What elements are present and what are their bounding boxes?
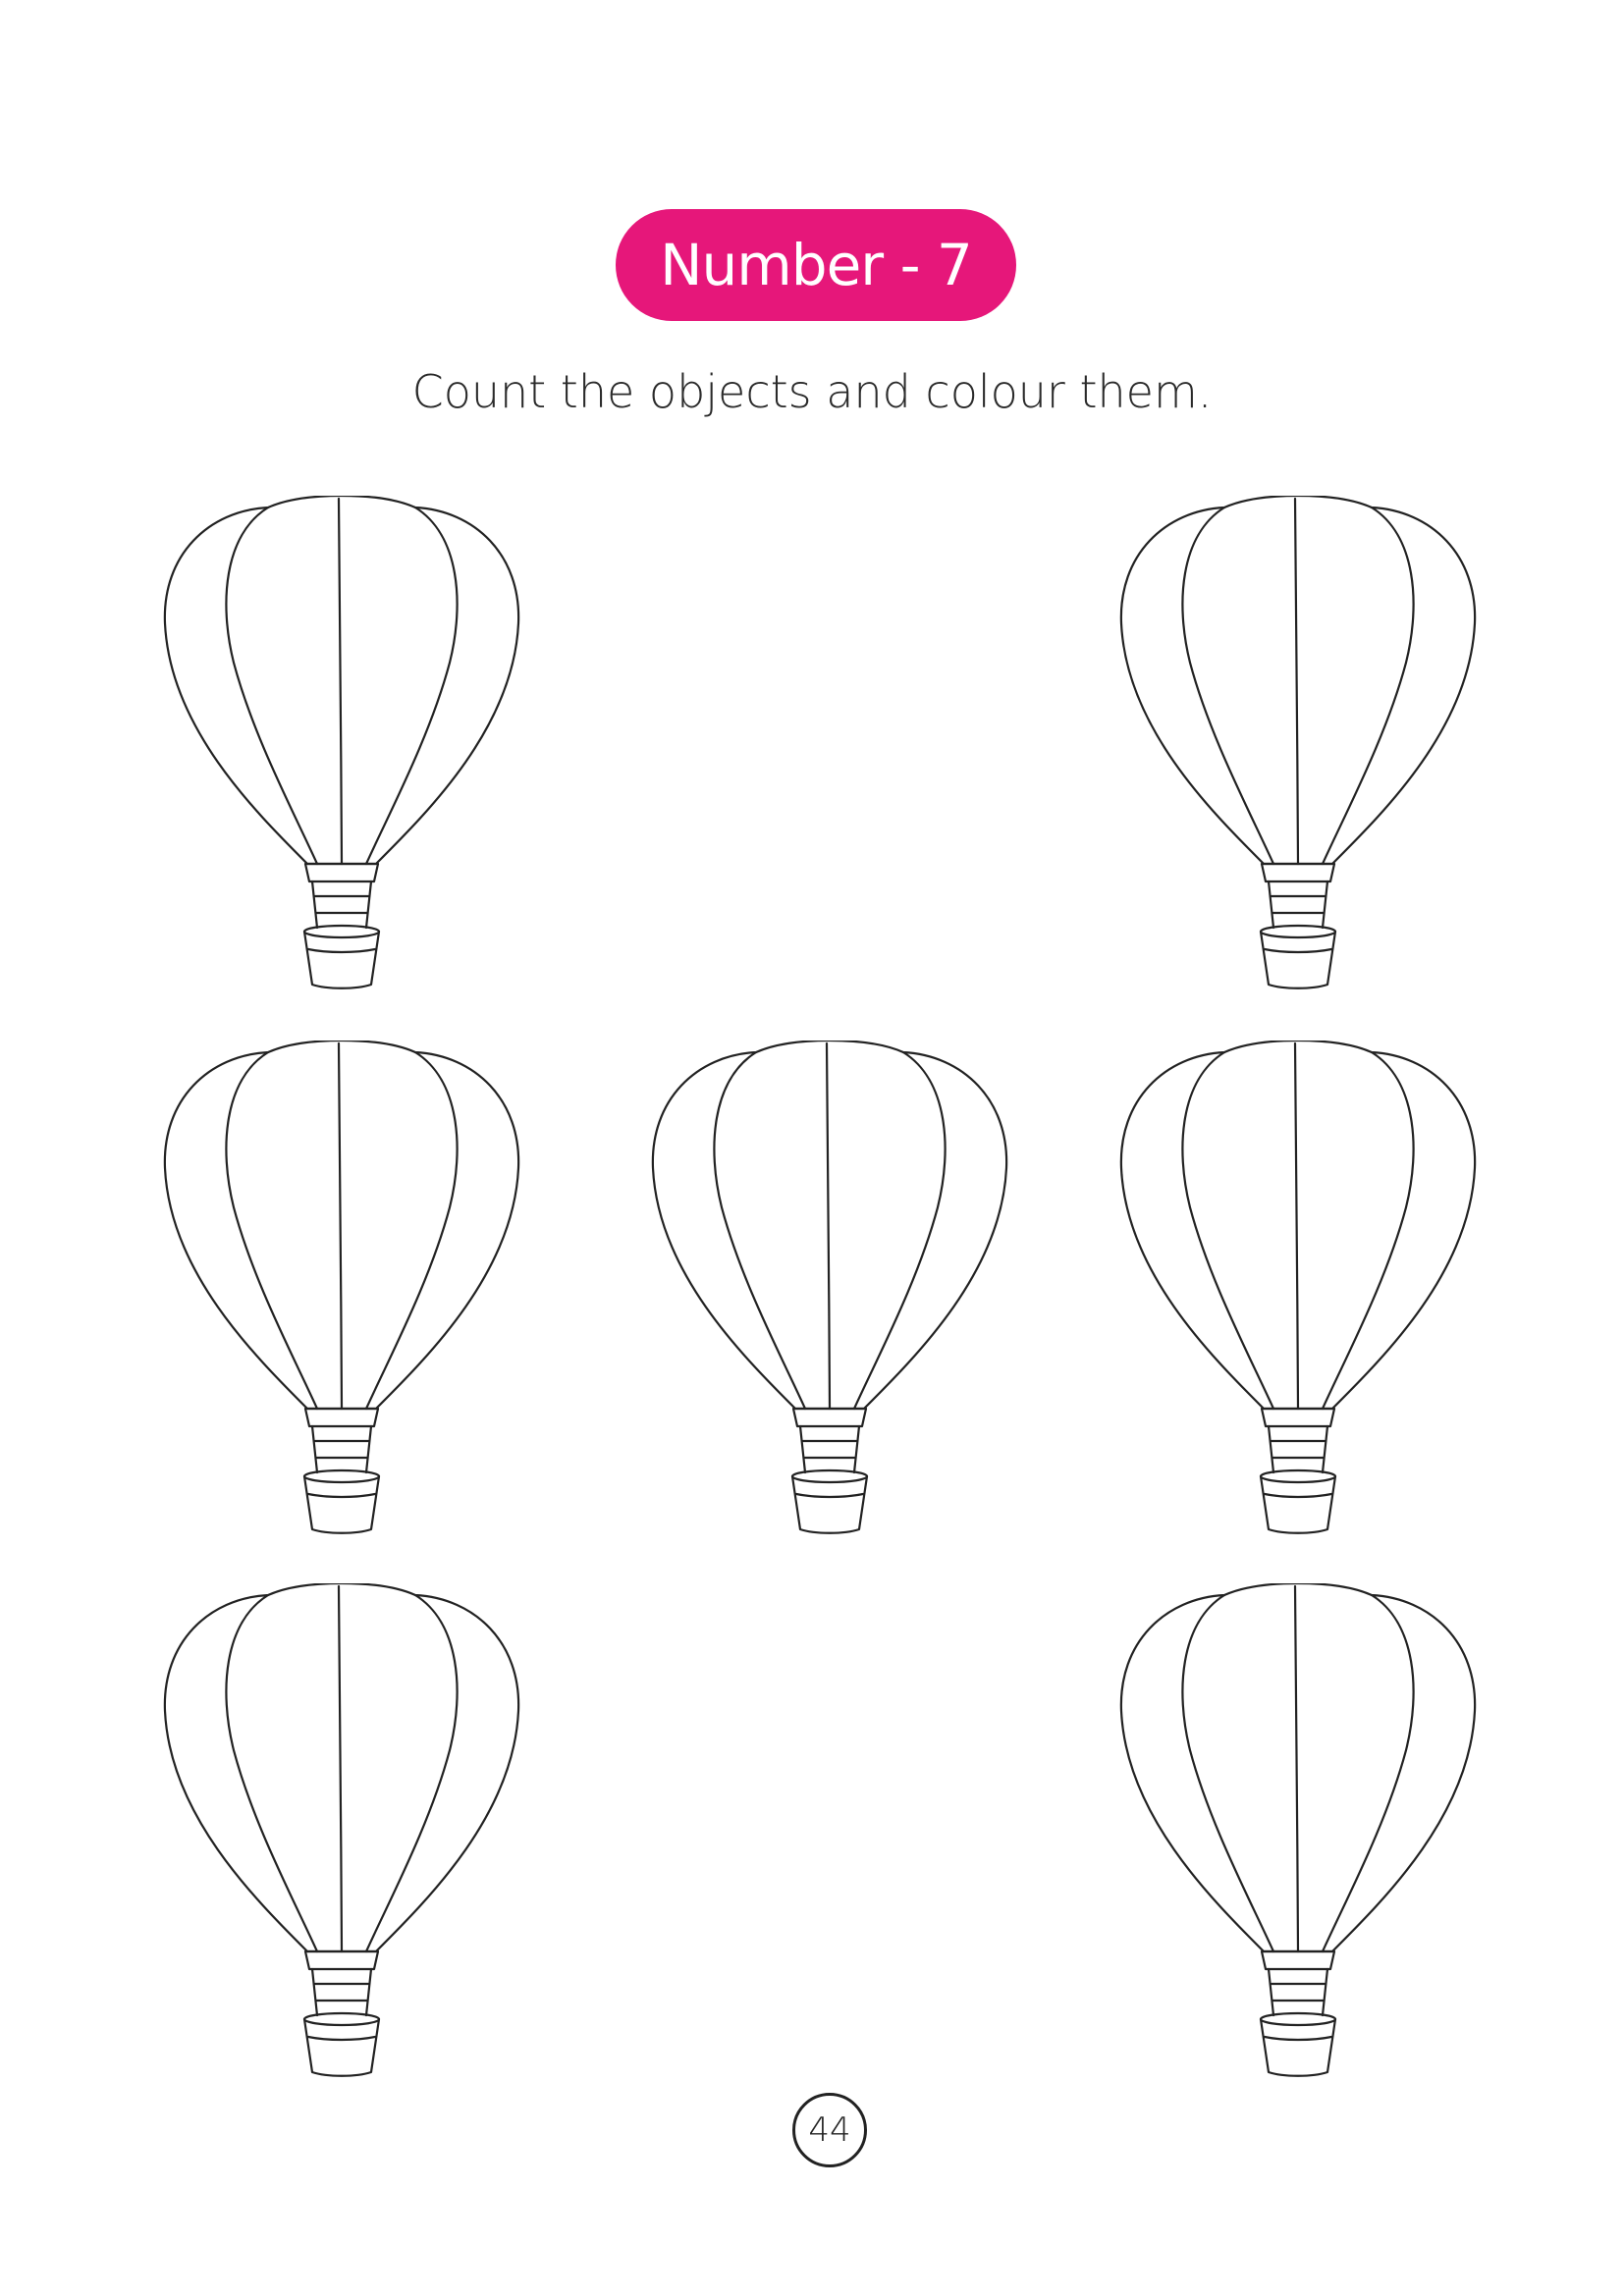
- hot-air-balloon-icon[interactable]: [648, 1041, 1011, 1541]
- title-badge: Number - 7: [616, 209, 1016, 321]
- hot-air-balloon-icon[interactable]: [160, 1041, 523, 1541]
- page-number: 44: [792, 2093, 867, 2167]
- hot-air-balloon-icon[interactable]: [1116, 1583, 1480, 2084]
- instruction-text: Count the objects and colour them.: [411, 365, 1213, 418]
- hot-air-balloon-icon[interactable]: [160, 496, 523, 996]
- hot-air-balloon-icon[interactable]: [1116, 1041, 1480, 1541]
- hot-air-balloon-icon[interactable]: [1116, 496, 1480, 996]
- hot-air-balloon-icon[interactable]: [160, 1583, 523, 2084]
